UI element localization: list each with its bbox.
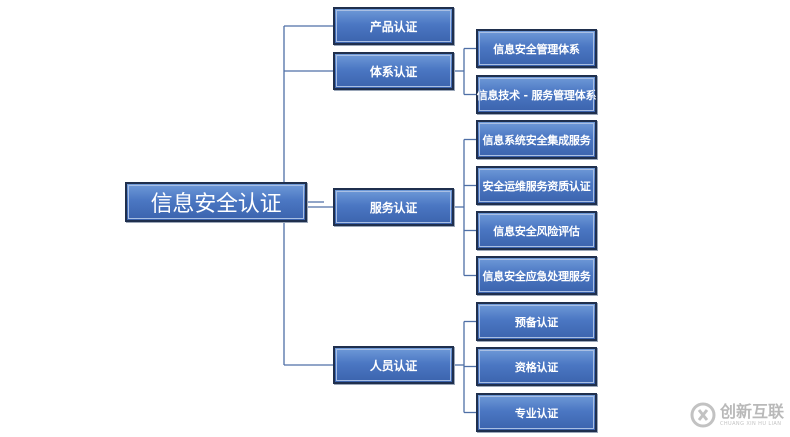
leaf-node: 资格认证	[476, 347, 597, 386]
branch-node-system: 体系认证	[333, 52, 454, 90]
leaf-node: 预备认证	[476, 302, 597, 341]
watermark-text-group: 创新互联 CHUANG XIN HU LIAN	[720, 401, 785, 427]
branch-node-service: 服务认证	[333, 188, 454, 226]
branch-node-product: 产品认证	[333, 7, 454, 45]
leaf-node: 专业认证	[476, 393, 597, 432]
chuangxin-logo-icon	[690, 402, 716, 428]
leaf-node: 信息技术 - 服务管理体系	[476, 75, 597, 114]
watermark: 创新互联 CHUANG XIN HU LIAN	[690, 396, 788, 434]
branch-node-person: 人员认证	[333, 346, 454, 384]
leaf-node: 信息安全应急处理服务	[476, 256, 597, 295]
watermark-subtext: CHUANG XIN HU LIAN	[720, 420, 782, 427]
leaf-node: 信息安全风险评估	[476, 211, 597, 250]
leaf-node: 信息安全管理体系	[476, 29, 597, 68]
root-node: 信息安全认证	[125, 182, 307, 222]
watermark-text: 创新互联	[720, 401, 785, 421]
leaf-node: 安全运维服务资质认证	[476, 166, 597, 205]
leaf-node: 信息系统安全集成服务	[476, 120, 597, 159]
